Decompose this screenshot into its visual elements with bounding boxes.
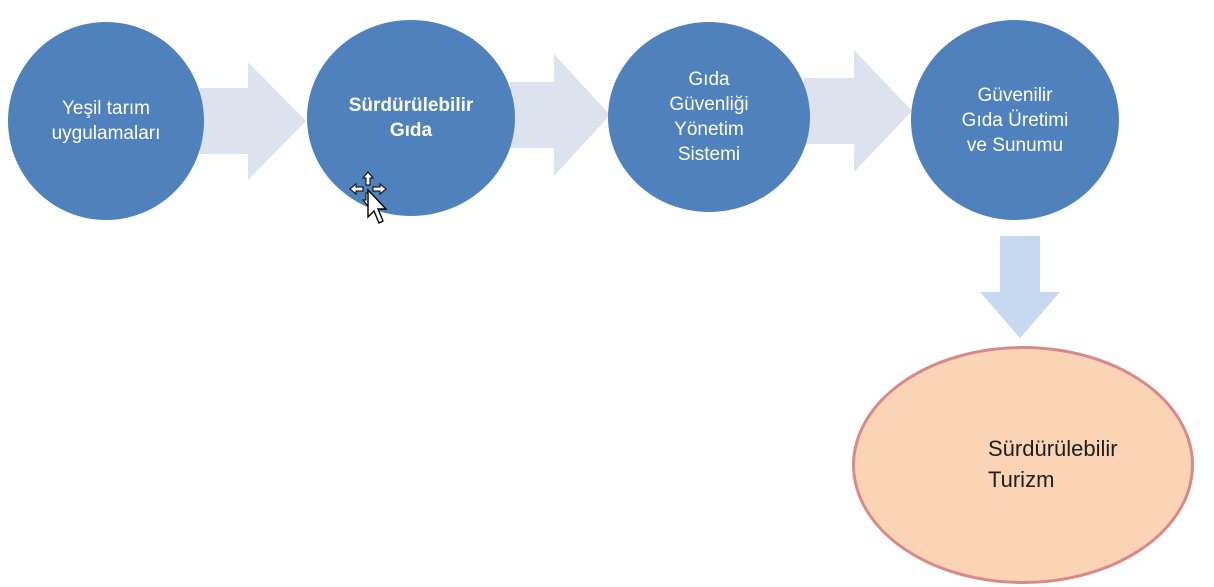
node-label: Güvenilir Gıda Üretimi ve Sunumu: [961, 84, 1069, 156]
node-surdurulebilir-turizm[interactable]: [852, 346, 1194, 584]
node-gida-guvenligi[interactable]: Gıda Güvenliği Yönetim Sistemi: [608, 22, 810, 212]
node-yesil-tarim[interactable]: Yeşil tarım uygulamaları: [8, 22, 204, 220]
result-node-label: Sürdürülebilir Turizm: [988, 436, 1118, 492]
node-label: Sürdürülebilir Gıda: [348, 95, 474, 141]
move-cursor-icon: [349, 171, 388, 224]
down-arrow: [980, 236, 1060, 338]
node-label: Gıda Güvenliği Yönetim Sistemi: [669, 69, 749, 165]
right-arrow-3: [804, 50, 912, 172]
right-arrow-2: [510, 54, 610, 176]
node-surdurulebilir-gida[interactable]: Sürdürülebilir Gıda: [307, 20, 515, 216]
right-arrow-1: [200, 62, 306, 180]
node-label: Yeşil tarım uygulamaları: [51, 98, 161, 144]
node-guvenilir-gida[interactable]: Güvenilir Gıda Üretimi ve Sunumu: [911, 20, 1119, 220]
